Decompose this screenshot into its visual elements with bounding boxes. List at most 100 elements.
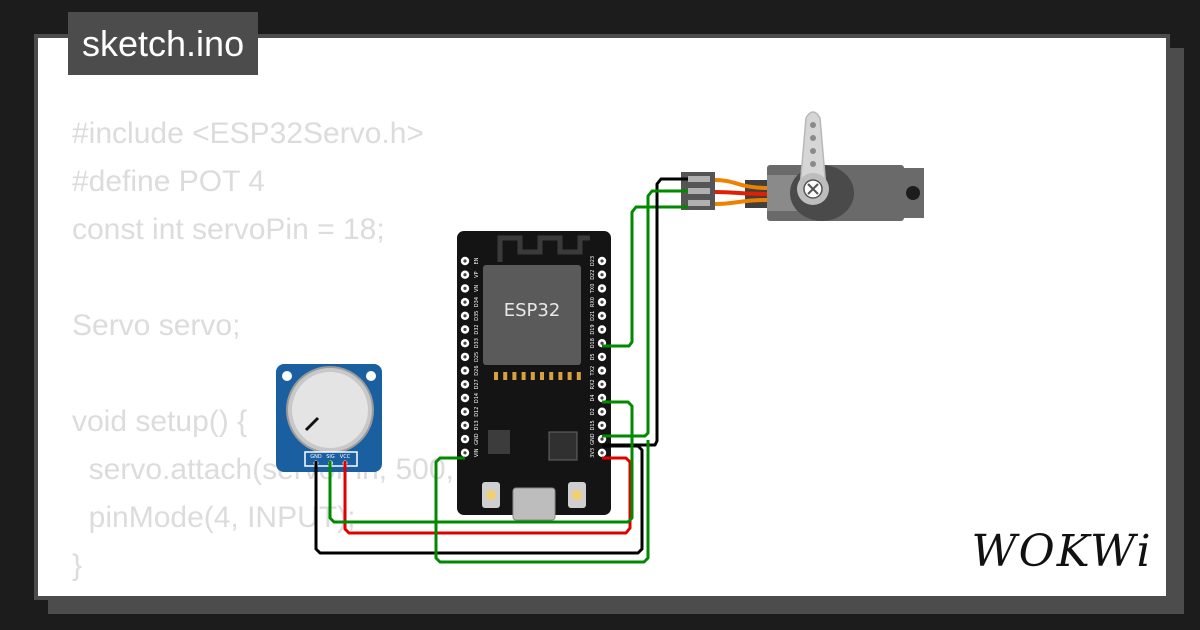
wire-pot-vcc <box>343 456 632 535</box>
pin-d22[interactable]: D22 <box>590 270 607 280</box>
servo-wire-signal <box>714 178 768 190</box>
module-castellations <box>494 372 581 380</box>
pin-label: D33 <box>474 338 480 348</box>
pin-label: TX2 <box>590 366 596 377</box>
wire-servo-ground <box>602 177 688 447</box>
usb-uart-chip <box>548 431 578 461</box>
pin-label: D19 <box>590 324 596 334</box>
pin-label: 3V3 <box>590 448 596 458</box>
pin-label: D13 <box>474 420 480 430</box>
pin-label: D15 <box>590 420 596 430</box>
pin-label: VIN <box>474 448 480 457</box>
pin-label: D23 <box>590 256 596 266</box>
pin-vn[interactable]: VN <box>460 284 480 293</box>
pin-label: D18 <box>590 338 596 348</box>
esp32-module-shield <box>483 265 581 365</box>
pin-label: D22 <box>590 270 596 280</box>
pin-label: D21 <box>590 311 596 321</box>
servo-wire-ground <box>714 198 768 206</box>
wire-vin-power <box>434 440 650 564</box>
pin-d27[interactable]: D27 <box>460 379 480 389</box>
pin-rx2[interactable]: RX2 <box>590 379 607 389</box>
pin-vp[interactable]: VP <box>460 270 480 279</box>
pin-d4[interactable]: D4 <box>590 393 607 403</box>
antenna-trace <box>497 235 590 262</box>
pin-label: RX2 <box>590 379 596 389</box>
pin-d25[interactable]: D25 <box>460 352 480 362</box>
pin-label: D26 <box>474 365 480 375</box>
pin-d33[interactable]: D33 <box>460 338 480 348</box>
servo-wire-power <box>714 190 768 196</box>
code-line: pinMode(4, INPUT); <box>72 501 356 534</box>
pin-label: D27 <box>474 379 480 389</box>
file-name-tab[interactable]: sketch.ino <box>68 12 259 75</box>
pin-rx0[interactable]: RX0 <box>590 297 607 307</box>
mount-hole <box>366 371 376 381</box>
esp32-chip-label: ESP32 <box>504 300 561 321</box>
pin-vin[interactable]: VIN <box>460 448 480 457</box>
pin-d34[interactable]: D34 <box>460 297 480 307</box>
horn-holes <box>810 122 816 167</box>
pin-label: TX0 <box>590 284 596 295</box>
pin-d32[interactable]: D32 <box>460 324 480 335</box>
wire-pot-signal <box>328 400 634 524</box>
wire-servo-signal <box>602 205 688 348</box>
pin-d19[interactable]: D19 <box>590 324 607 335</box>
micro-usb-port <box>512 487 556 521</box>
servo-motor[interactable] <box>681 111 924 221</box>
code-line: } <box>72 549 83 582</box>
pin-d35[interactable]: D35 <box>460 311 480 321</box>
pot-pin-label: GND <box>310 454 322 460</box>
pin-d23[interactable]: D23 <box>590 256 607 266</box>
mount-hole <box>282 371 292 381</box>
pot-pin-label: SIG <box>326 454 335 460</box>
code-line: const int servoPin = 18; <box>72 213 385 246</box>
wire-servo-power <box>602 189 688 438</box>
pin-label: VN <box>474 285 480 292</box>
pin-d26[interactable]: D26 <box>460 365 480 376</box>
svg-text:WOKWi: WOKWi <box>971 526 1152 577</box>
code-line: void setup() { <box>72 405 248 438</box>
esp32-board[interactable]: ESP32 ENVPVND34D35D32D33D25D26D27D14D12D… <box>457 231 611 521</box>
pin-tx2[interactable]: TX2 <box>590 366 607 377</box>
pin-label: D32 <box>474 324 480 334</box>
potentiometer-knob[interactable] <box>292 372 368 448</box>
pin-tx0[interactable]: TX0 <box>590 284 607 295</box>
pin-label: EN <box>474 257 480 264</box>
code-line: Servo servo; <box>72 309 241 342</box>
pin-3v3[interactable]: 3V3 <box>590 448 607 458</box>
code-background: #include <ESP32Servo.h> #define POT 4 co… <box>72 110 547 590</box>
pin-label: D35 <box>474 311 480 321</box>
pin-label: D2 <box>590 408 596 415</box>
pin-label: GND <box>474 433 480 445</box>
voltage-regulator <box>488 430 510 454</box>
pin-d15[interactable]: D15 <box>590 420 607 431</box>
pin-label: D5 <box>590 353 596 360</box>
pin-d5[interactable]: D5 <box>590 352 607 362</box>
pin-d21[interactable]: D21 <box>590 311 607 321</box>
pin-en[interactable]: EN <box>460 256 480 266</box>
pin-d13[interactable]: D13 <box>460 420 480 431</box>
pin-label: VP <box>474 271 480 277</box>
pin-label: D14 <box>474 393 480 403</box>
pin-label: D34 <box>474 297 480 307</box>
wokwi-logo: WOKWi <box>971 526 1152 577</box>
pin-d2[interactable]: D2 <box>590 407 607 416</box>
pin-label: D4 <box>590 394 596 401</box>
code-line: #include <ESP32Servo.h> <box>72 117 424 150</box>
pin-label: GND <box>590 433 596 445</box>
code-line: #define POT 4 <box>72 165 265 198</box>
pin-label: D12 <box>474 407 480 417</box>
pin-gnd[interactable]: GND <box>460 433 480 445</box>
wiring <box>314 177 688 564</box>
pin-d14[interactable]: D14 <box>460 393 480 403</box>
wire-pot-gnd <box>314 444 644 555</box>
pin-label: D25 <box>474 352 480 362</box>
knob-indicator <box>304 416 320 432</box>
pin-d12[interactable]: D12 <box>460 407 480 417</box>
pin-label: RX0 <box>590 297 596 307</box>
